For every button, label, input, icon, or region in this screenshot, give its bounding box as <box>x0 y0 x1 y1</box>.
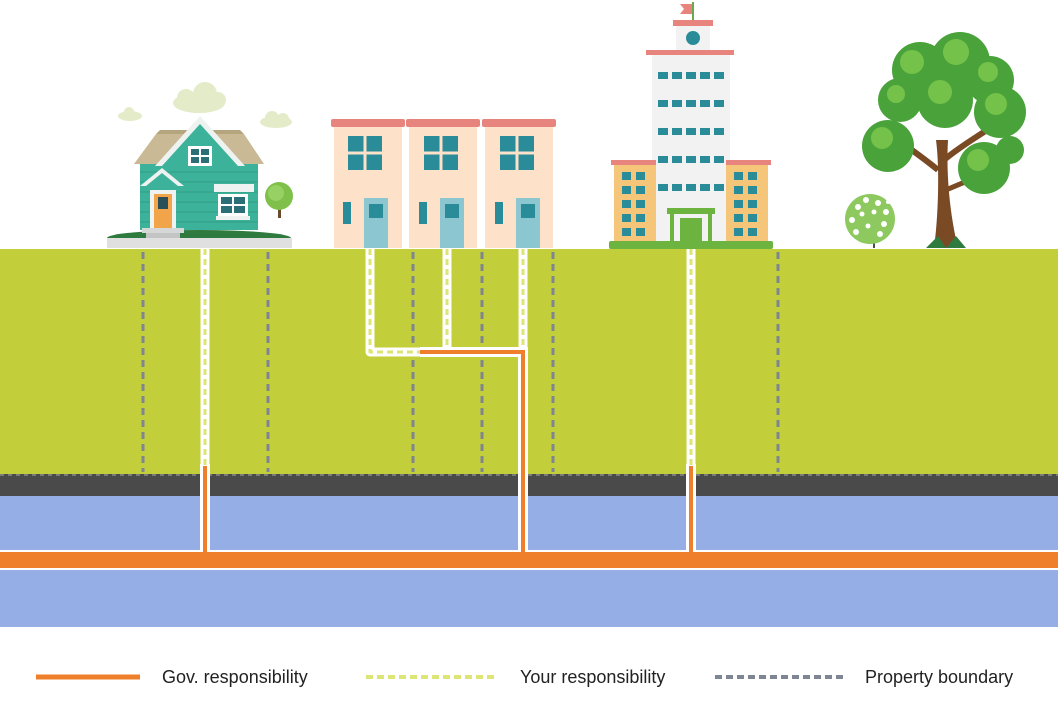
road-layer <box>0 474 1058 496</box>
townhouse <box>331 119 405 248</box>
tower-window <box>622 186 631 194</box>
property-boundary-swatch <box>715 675 843 679</box>
legend-gov-label: Gov. responsibility <box>162 666 308 687</box>
tower-window <box>622 228 631 236</box>
tower-window <box>622 200 631 208</box>
underground-upper <box>0 496 1058 550</box>
underground-lower <box>0 570 1058 627</box>
tower-window <box>686 128 696 135</box>
tower-window <box>714 156 724 163</box>
tower-window <box>700 156 710 163</box>
tower-window <box>686 156 696 163</box>
tower-window <box>672 156 682 163</box>
tower-window <box>686 72 696 79</box>
house-icon <box>107 82 293 248</box>
tower-window <box>700 128 710 135</box>
tower-window <box>636 228 645 236</box>
tower-window <box>636 186 645 194</box>
tower-window <box>748 214 757 222</box>
tower-window <box>658 100 668 107</box>
your-responsibility-swatch <box>366 675 498 679</box>
office-tower-icon <box>609 2 773 249</box>
tower-window <box>734 172 743 180</box>
tower-window <box>636 172 645 180</box>
your-pipes <box>203 249 693 466</box>
tower-window <box>714 72 724 79</box>
tower-window <box>672 184 682 191</box>
tower-window <box>748 186 757 194</box>
tower-window <box>636 200 645 208</box>
legend-your: Your responsibility <box>364 660 665 694</box>
tower-window <box>686 184 696 191</box>
legend-your-label: Your responsibility <box>520 666 666 687</box>
tower-window <box>672 72 682 79</box>
tower-window <box>748 200 757 208</box>
tower-window <box>700 184 710 191</box>
tower-window <box>714 128 724 135</box>
townhouse <box>482 119 556 248</box>
tower-window <box>636 214 645 222</box>
small-tree-icon <box>845 194 895 248</box>
legend-property: Property boundary <box>713 660 1013 694</box>
tower-window <box>714 184 724 191</box>
ground-layer <box>0 249 1058 474</box>
tower-window <box>658 128 668 135</box>
legend-gov: Gov. responsibility <box>34 660 308 694</box>
tower-window <box>700 100 710 107</box>
townhouse <box>406 119 480 248</box>
gov-pipes <box>0 350 1058 568</box>
tower-window <box>622 214 631 222</box>
large-tree-icon <box>862 32 1026 248</box>
tower-window <box>658 72 668 79</box>
tower-window <box>734 186 743 194</box>
tower-window <box>672 100 682 107</box>
tower-window <box>658 156 668 163</box>
gov-pipe-townhouses <box>420 350 525 554</box>
legend-property-label: Property boundary <box>865 666 1014 687</box>
tower-window <box>714 100 724 107</box>
tower-window <box>672 128 682 135</box>
your-pipe-townhouse-left <box>368 249 420 354</box>
gov-responsibility-swatch <box>36 674 140 680</box>
sewer-responsibility-diagram <box>0 2 1058 627</box>
tower-window <box>700 72 710 79</box>
tower-window <box>622 172 631 180</box>
tower-window <box>748 172 757 180</box>
tower-window <box>734 228 743 236</box>
townhouses-icon <box>331 119 556 248</box>
tower-window <box>658 184 668 191</box>
tower-window <box>686 100 696 107</box>
tower-window <box>734 200 743 208</box>
property-boundaries <box>141 252 780 472</box>
tower-window <box>748 228 757 236</box>
tower-window <box>734 214 743 222</box>
